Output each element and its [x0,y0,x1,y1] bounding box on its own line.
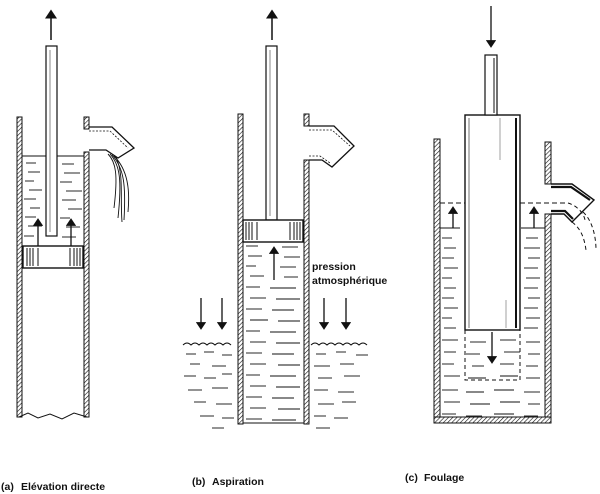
dashed-plunger-displacement-c [464,330,521,381]
water-b [246,245,300,421]
piston-a [22,245,84,269]
reservoir-b [182,342,368,429]
cylinder-bottom-c [433,416,552,424]
panel-c-force [433,6,597,424]
piston-rod-b [265,45,278,221]
spout-b [309,125,355,168]
tube-wall-left-b [237,113,244,425]
caption-c-text: Foulage [424,472,464,484]
panel-b-suction: pression atmosphérique [182,9,387,429]
annotation-pression: pression [312,261,356,273]
piston-rod-a [45,45,58,237]
spout-a [89,126,136,159]
water-c [440,227,545,417]
tube-wall-right-b [303,159,310,425]
caption-b-letter: (b) [192,476,205,488]
cylinder-wall-right-c [544,213,552,424]
cylinder-wall-right-a [83,151,90,418]
spout-c [551,183,596,223]
plunger-c [464,114,521,331]
caption-c-letter: (c) [405,472,418,484]
caption-a-text: Elévation directe [21,481,105,493]
cylinder-wall-left-a [16,116,23,418]
caption-a-letter: (a) [1,481,14,493]
caption-b-text: Aspiration [212,476,264,488]
cylinder-wall-left-c [433,138,441,424]
dashed-outflow-c [571,221,587,251]
water-stream-a [107,153,130,223]
piston-b [242,219,304,243]
piston-rod-c [484,54,498,116]
annotation-atmospherique: atmosphérique [312,275,387,287]
panel-a-direct-lift [16,9,136,420]
